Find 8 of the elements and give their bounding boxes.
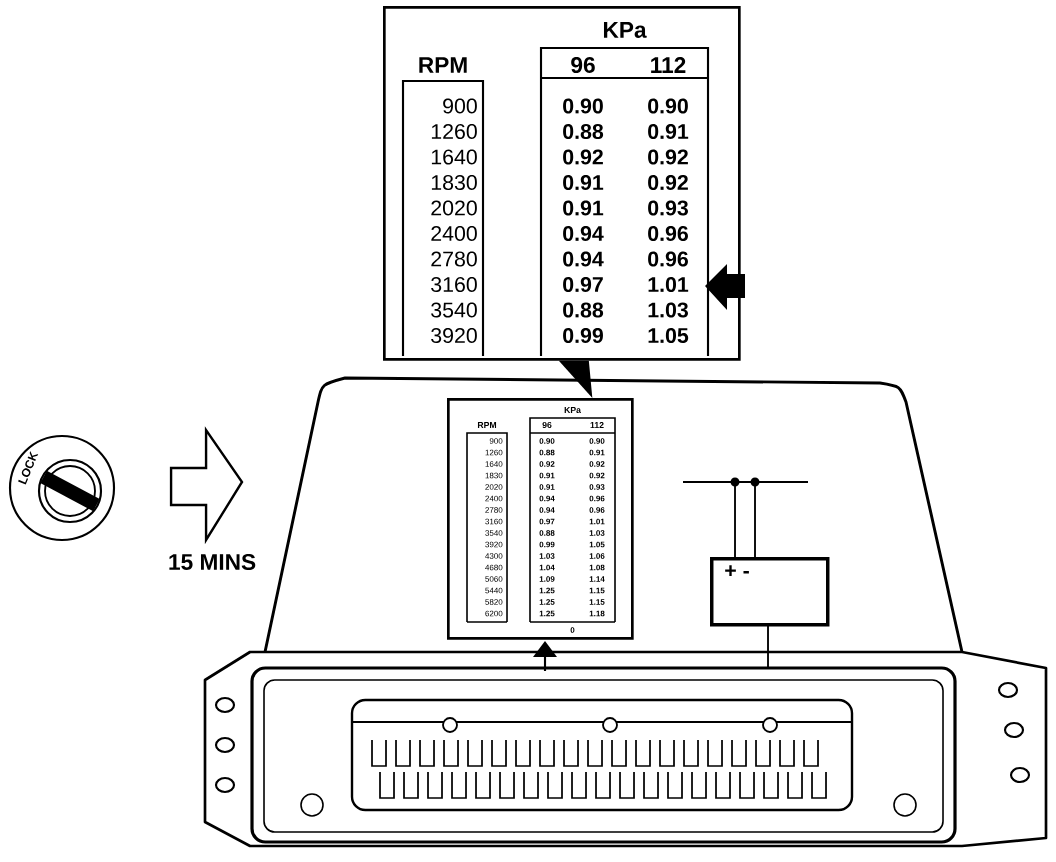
- edge-label: 15 MINS: [166, 552, 258, 572]
- hollow-arrow: [169, 426, 244, 545]
- callout-wedge: [558, 360, 593, 398]
- magnified-table: KPa RPM 96 112 900 0.90 0.90 1260 0.88 0.91 1640 0.92 0.92 1830 0.91 0.92 2020 0.91 0.93 2400 0.94 0.96 2780 0.94 0.96 3160 0.97 1.01 3540 0.88 1.03 3920 0.99 1.05: [383, 6, 741, 361]
- ignition-switch: LOCK: [8, 434, 116, 542]
- relay-box: + -: [710, 557, 830, 627]
- label-table: KPa RPM 96 112 900 0.90 0.90 1260 0.88 0.91 1640 0.92 0.92 1830 0.91 0.92 2020 0.91 0.93 2400 0.94 0.96 2780 0.94 0.96 3160 0.97 1.01 3540 0.88 1.03 3920 0.99 1.05 4300 1.03 1.06 4680 1.04 1.08 5060 1.09 1.14 5440 1.25 1.15 5820 1.25 1.15 6200 1.25 1.18 0: [447, 398, 634, 640]
- ecu-drawing: [203, 376, 1048, 848]
